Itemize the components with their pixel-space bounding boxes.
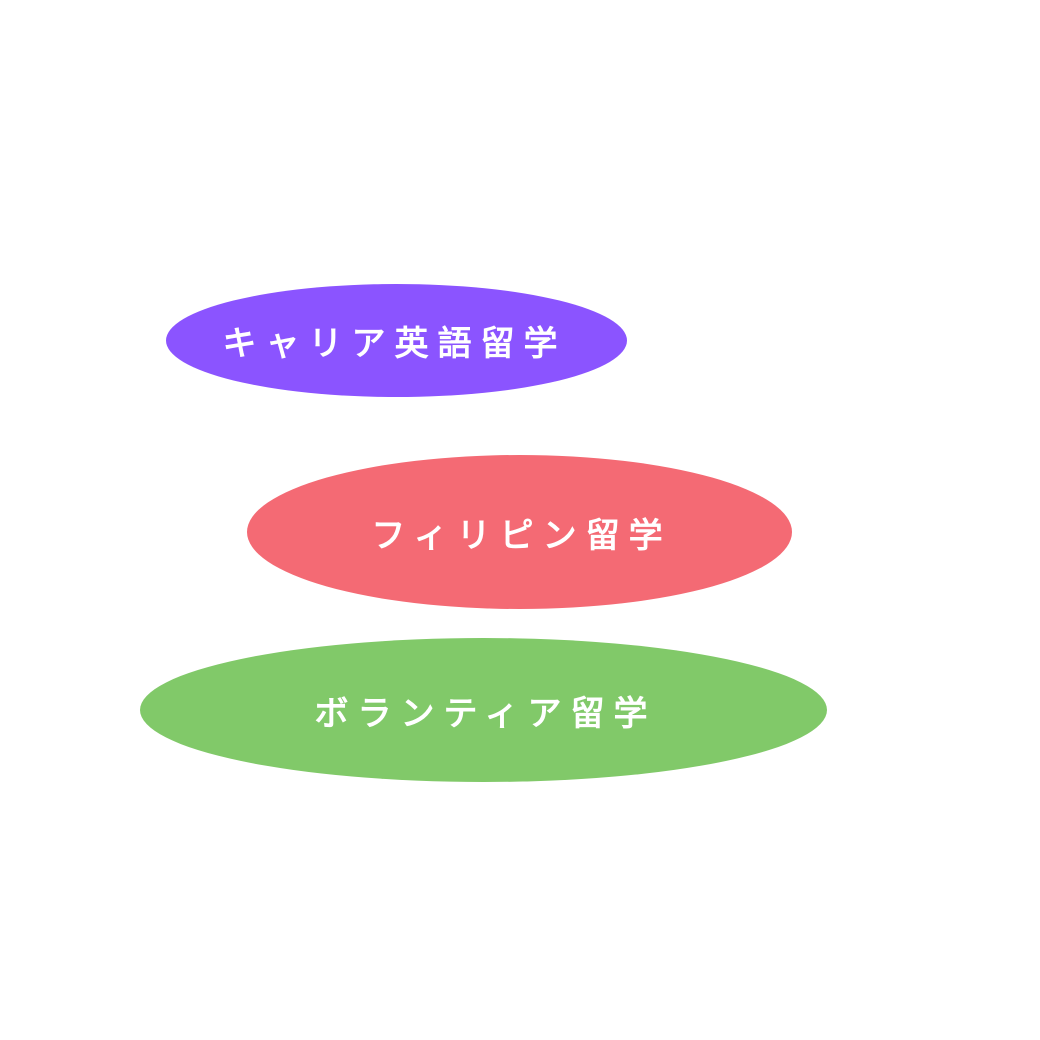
philippines-study-abroad-badge[interactable]: フィリピン留学 [247,455,792,609]
badge-label: ボランティア留学 [314,693,657,734]
career-english-study-abroad-badge[interactable]: キャリア英語留学 [166,284,627,397]
badge-label: フィリピン留学 [371,515,672,556]
volunteer-study-abroad-badge[interactable]: ボランティア留学 [140,638,827,782]
badge-label: キャリア英語留学 [222,324,567,364]
